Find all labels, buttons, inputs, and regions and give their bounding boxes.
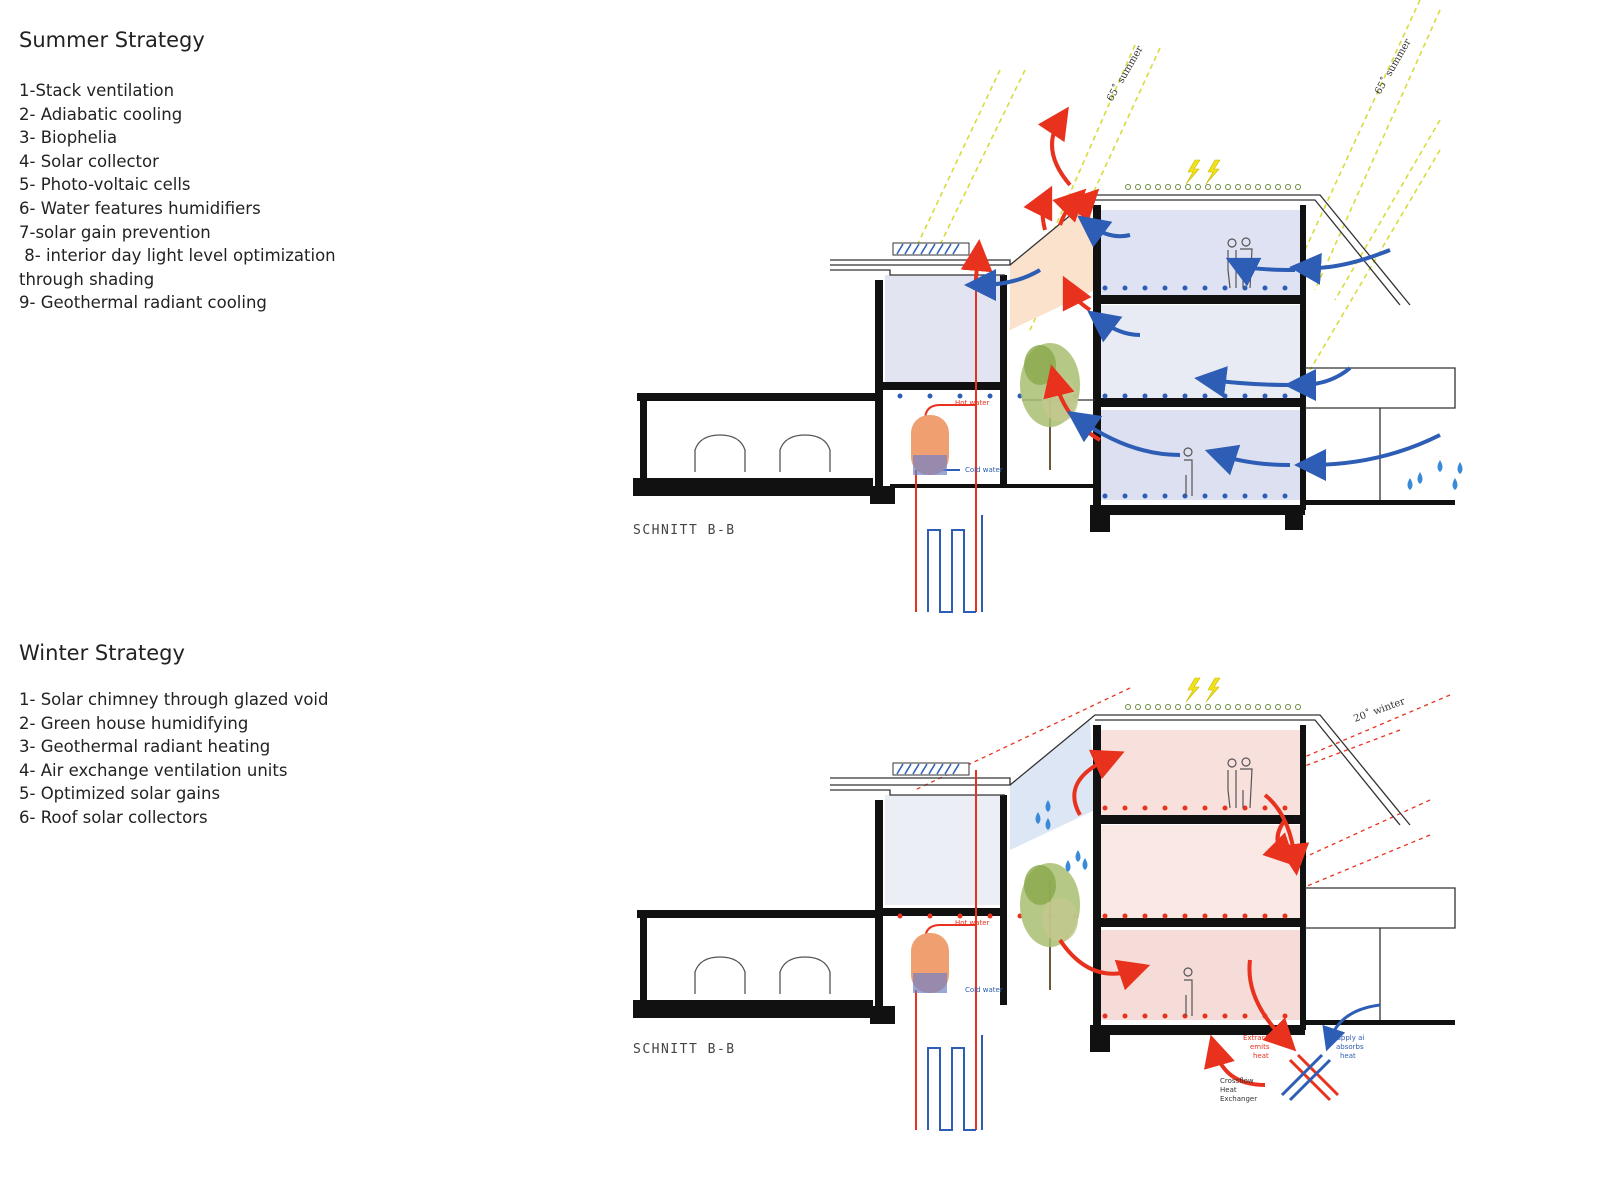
west-room: [885, 795, 1000, 905]
roof-lines: [830, 714, 1456, 1020]
winter-section-diagram: 20˚ winter: [633, 677, 1456, 1131]
car-icon: [694, 434, 831, 472]
list-item: 4- Air exchange ventilation units: [19, 760, 288, 780]
west-room: [885, 275, 1000, 385]
photovoltaic-cells: [1125, 184, 1301, 190]
list-item: 6- Roof solar collectors: [19, 807, 208, 827]
extract-label: heat: [1253, 1052, 1269, 1060]
sun-angle-label: 65˚ summer: [1372, 36, 1414, 96]
list-item: 4- Solar collector: [19, 151, 159, 171]
lightning-bolt-icon: [1185, 159, 1221, 185]
solar-collector-icon: [892, 242, 970, 256]
summer-strategy-list: 1-Stack ventilation 2- Adiabatic cooling…: [19, 79, 336, 315]
list-item: through shading: [19, 269, 155, 289]
roof-lines: [830, 194, 1456, 500]
solar-collector-icon: [892, 762, 970, 776]
cool-air-arrows: [1322, 1003, 1381, 1052]
list-item: 8- interior day light level optimization: [19, 246, 336, 266]
supply-label: heat: [1340, 1052, 1356, 1060]
winter-strategy-title: Winter Strategy: [19, 641, 185, 665]
radiant-heating-dots: [897, 805, 1288, 1019]
middle-room: [1097, 825, 1302, 920]
list-item: 2- Adiabatic cooling: [19, 104, 183, 124]
exchanger-label: Heat: [1220, 1086, 1237, 1094]
section-label: SCHNITT B-B: [633, 1042, 736, 1057]
supply-label: Supply ai: [1332, 1034, 1364, 1042]
water-drop-icon: [1407, 460, 1463, 490]
list-item: 9- Geothermal radiant cooling: [19, 293, 267, 313]
warm-air-arrows: [1058, 749, 1310, 1087]
cold-water-label: Cold water: [965, 986, 1003, 994]
list-item: 2- Green house humidifying: [19, 713, 249, 733]
list-item: 6- Water features humidifiers: [19, 198, 261, 218]
geothermal-loop: [915, 250, 983, 613]
winter-strategy-list: 1- Solar chimney through glazed void 2- …: [19, 688, 329, 830]
photovoltaic-cells: [1125, 704, 1301, 710]
building-structure: [633, 205, 1455, 532]
tree-icon: [1020, 863, 1080, 990]
glazed-void: [1010, 200, 1095, 330]
crossflow-exchanger-icon: [1280, 1053, 1340, 1102]
water-tank-icon: [911, 933, 949, 993]
person-icon: [1183, 757, 1253, 1016]
lower-room: [1097, 930, 1302, 1020]
list-item: 7-solar gain prevention: [19, 222, 211, 242]
list-item: 1- Solar chimney through glazed void: [19, 690, 329, 709]
supply-label: absorbs: [1336, 1043, 1364, 1051]
upper-room: [1097, 730, 1302, 818]
upper-room: [1097, 210, 1302, 298]
hot-water-label: Hot water: [955, 399, 990, 407]
glazed-void: [1010, 720, 1095, 850]
list-item: 3- Geothermal radiant heating: [19, 737, 271, 757]
list-item: 5- Photo-voltaic cells: [19, 175, 191, 195]
list-item: 3- Biophelia: [19, 128, 118, 148]
hot-water-label: Hot water: [955, 919, 990, 927]
section-label: SCHNITT B-B: [633, 523, 736, 538]
summer-strategy-panel: Summer Strategy 1-Stack ventilation 2- A…: [19, 0, 1463, 613]
tree-icon: [1020, 343, 1080, 470]
cool-air-arrows: [964, 215, 1441, 481]
list-item: 1-Stack ventilation: [19, 81, 175, 100]
lower-room: [1097, 410, 1302, 500]
exchanger-label: Exchanger: [1220, 1095, 1257, 1103]
summer-strategy-title: Summer Strategy: [19, 28, 205, 52]
lightning-bolt-icon: [1185, 677, 1221, 703]
sun-angle-label: 20˚ winter: [1352, 695, 1407, 725]
water-drop-icon: [1035, 800, 1088, 872]
cold-water-label: Cold water: [965, 466, 1003, 474]
list-item: 5- Optimized solar gains: [19, 784, 221, 804]
extract-label: Extract: [1243, 1034, 1268, 1042]
extract-label: emits: [1250, 1043, 1270, 1051]
sun-angle-label: 65˚ summer: [1104, 43, 1146, 103]
exchanger-label: Crossflow: [1220, 1077, 1254, 1085]
winter-strategy-panel: Winter Strategy 1- Solar chimney through…: [0, 620, 1597, 1181]
building-structure: [633, 725, 1455, 1052]
car-icon: [694, 956, 831, 994]
summer-section-diagram: 65˚ summer 65˚ summer: [633, 0, 1463, 613]
water-tank-icon: [911, 415, 949, 475]
